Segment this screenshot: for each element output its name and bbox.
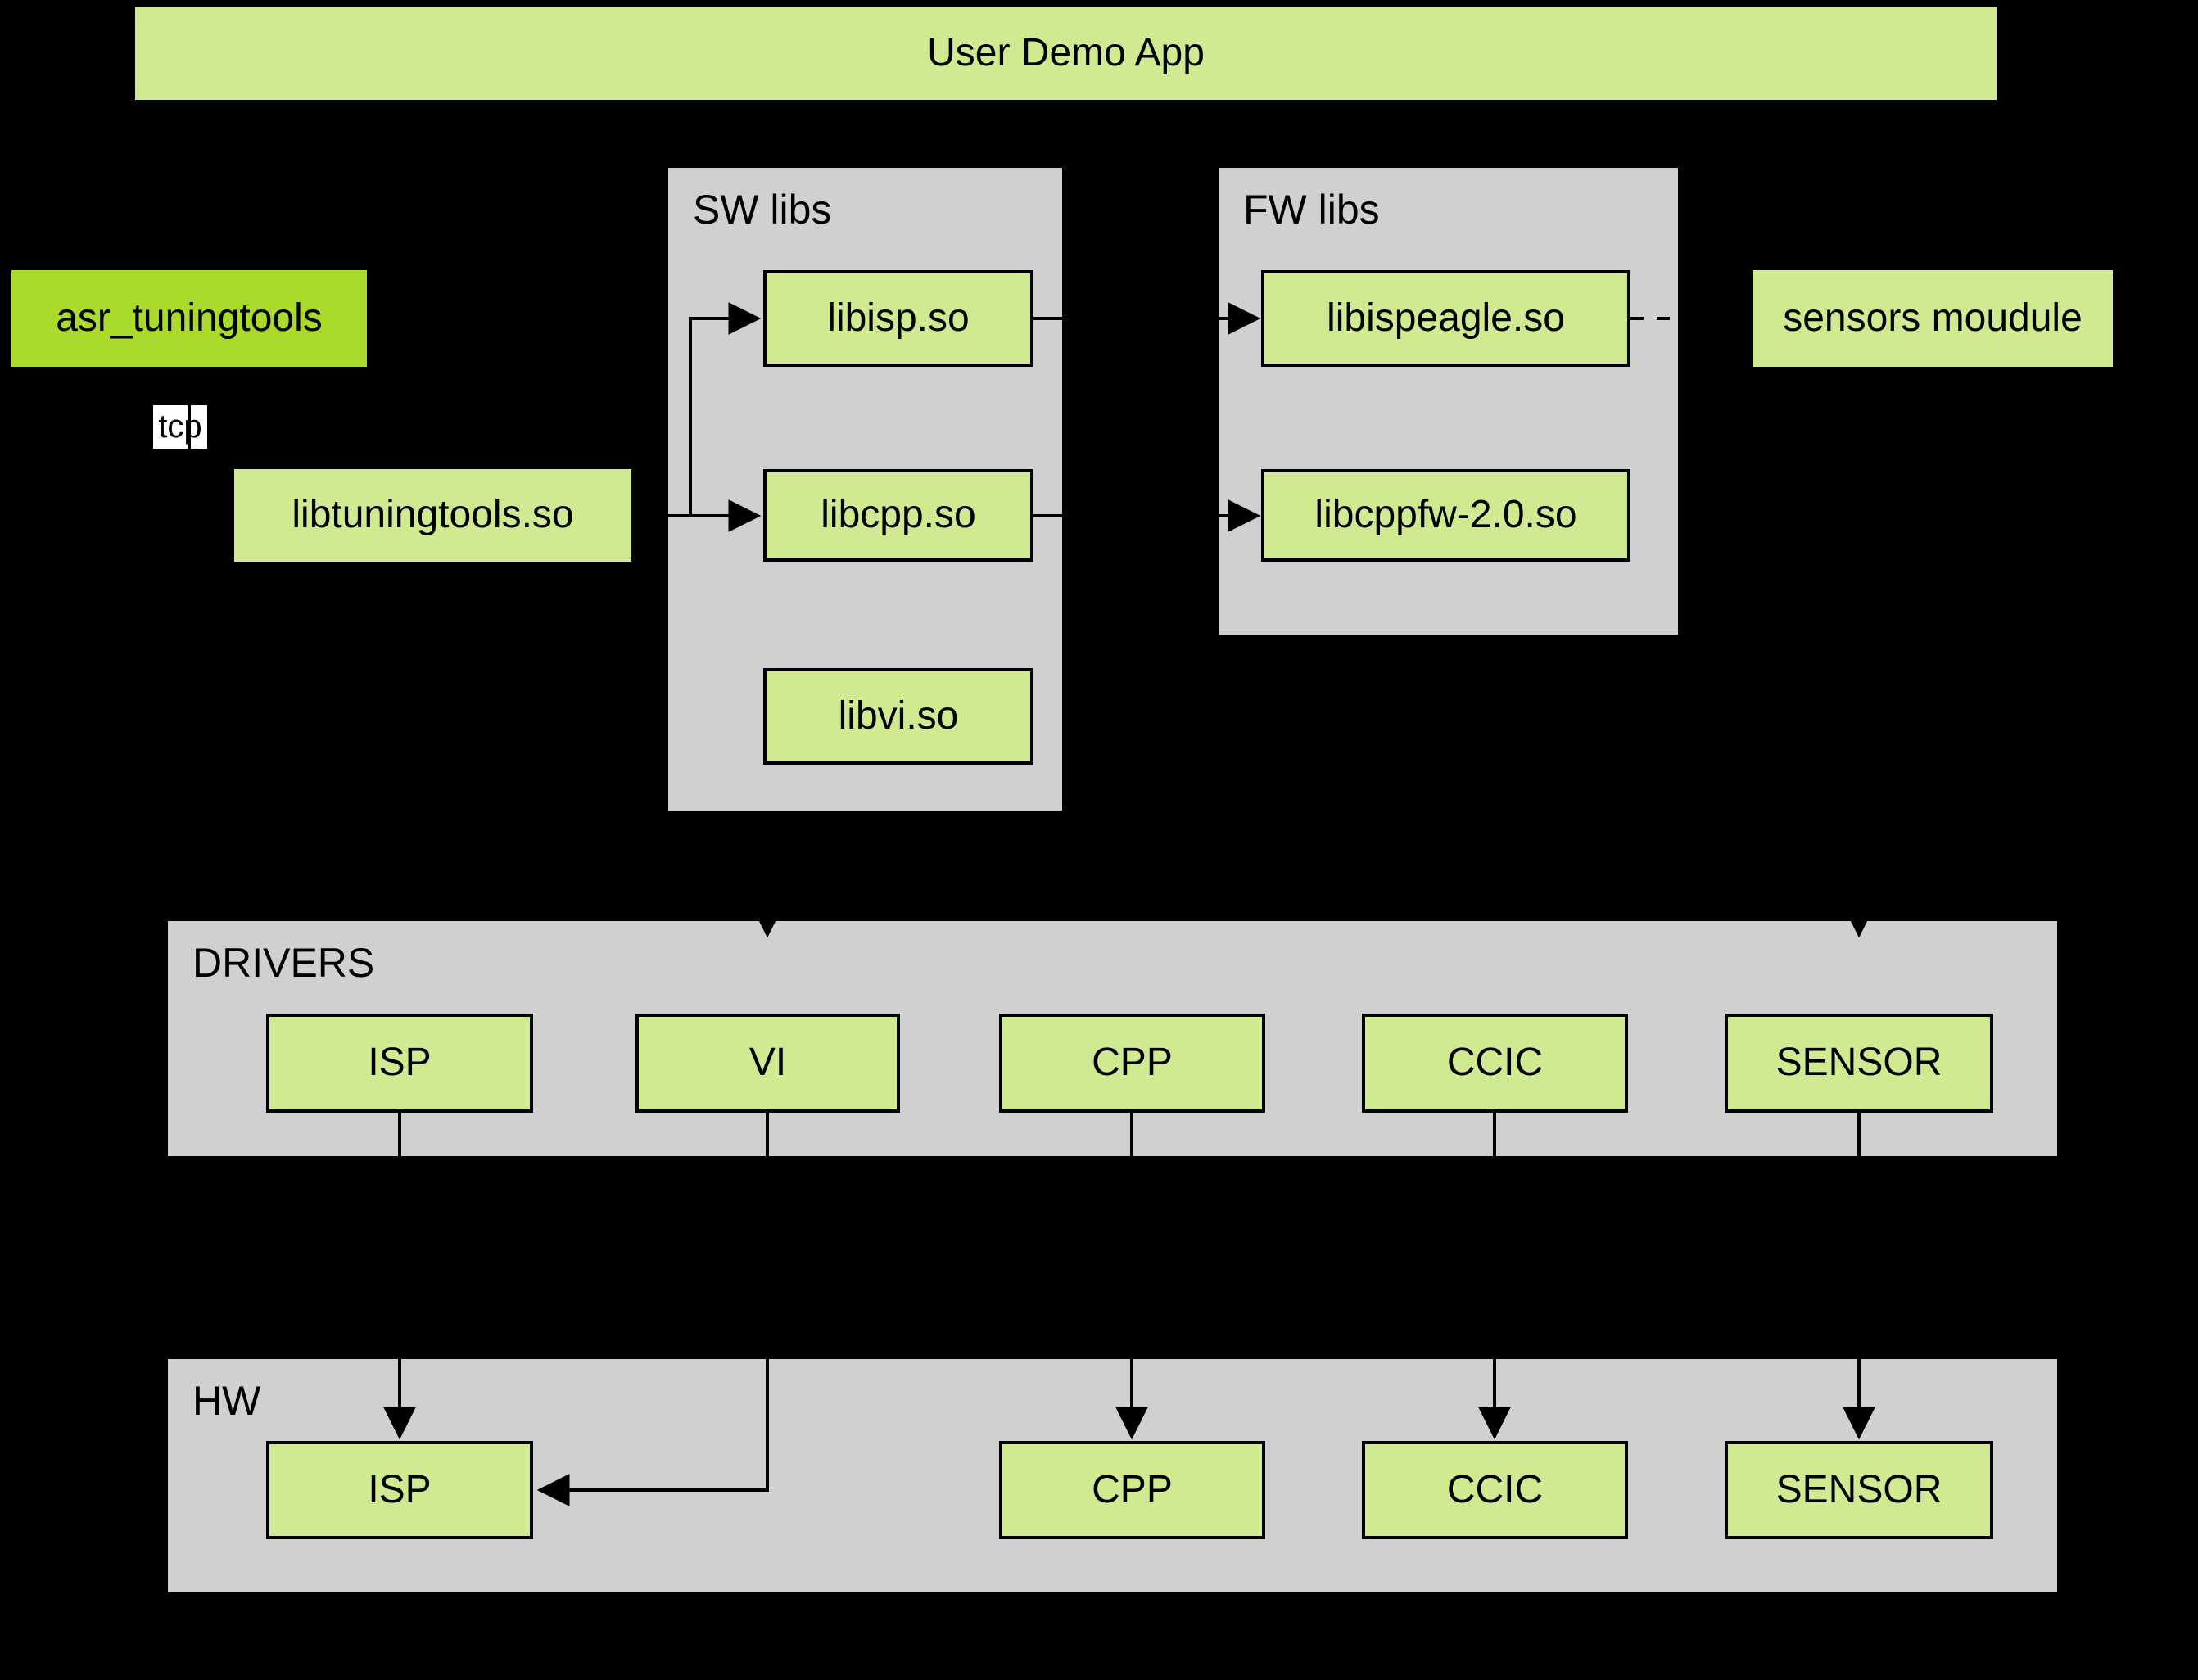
node-libtuningtools: libtuningtools.so bbox=[234, 469, 631, 562]
node-driver-isp-label: ISP bbox=[368, 1041, 432, 1085]
node-hw-ccic: CCIC bbox=[1362, 1441, 1628, 1539]
node-hw-cpp: CPP bbox=[999, 1441, 1265, 1539]
node-driver-sensor: SENSOR bbox=[1725, 1014, 1993, 1113]
edge-label-tcp-text: tcp bbox=[158, 409, 202, 445]
node-driver-cpp-label: CPP bbox=[1092, 1041, 1173, 1085]
node-driver-ccic: CCIC bbox=[1362, 1014, 1628, 1113]
node-driver-vi-label: VI bbox=[748, 1041, 787, 1085]
node-sensors-module: sensors moudule bbox=[1753, 270, 2113, 367]
container-sw-libs-label: SW libs bbox=[693, 187, 832, 233]
node-hw-isp: ISP bbox=[266, 1441, 533, 1539]
node-libtuningtools-label: libtuningtools.so bbox=[292, 493, 574, 537]
node-hw-isp-label: ISP bbox=[368, 1467, 432, 1511]
container-hw-label: HW bbox=[192, 1378, 261, 1424]
node-hw-sensor: SENSOR bbox=[1725, 1441, 1993, 1539]
node-hw-ccic-label: CCIC bbox=[1446, 1467, 1544, 1511]
node-hw-cpp-label: CPP bbox=[1092, 1467, 1173, 1511]
node-asr-tuningtools: asr_tuningtools bbox=[11, 270, 367, 367]
node-driver-isp: ISP bbox=[266, 1014, 533, 1113]
container-fw-libs-label: FW libs bbox=[1243, 187, 1380, 233]
node-user-demo-app-label: User Demo App bbox=[927, 30, 1205, 75]
node-driver-vi: VI bbox=[635, 1014, 900, 1113]
node-libcpp-label: libcpp.so bbox=[821, 493, 976, 537]
node-driver-ccic-label: CCIC bbox=[1446, 1041, 1544, 1085]
node-libvi: libvi.so bbox=[763, 668, 1033, 765]
node-libcppfw-label: libcppfw-2.0.so bbox=[1314, 493, 1577, 537]
node-libcpp: libcpp.so bbox=[763, 469, 1033, 562]
node-driver-cpp: CPP bbox=[999, 1014, 1265, 1113]
node-libispeagle: libispeagle.so bbox=[1261, 270, 1630, 367]
edge-label-tcp: tcp bbox=[153, 405, 207, 449]
node-libisp: libisp.so bbox=[763, 270, 1033, 367]
node-driver-sensor-label: SENSOR bbox=[1775, 1041, 1942, 1085]
node-libisp-label: libisp.so bbox=[827, 296, 970, 340]
node-user-demo-app: User Demo App bbox=[135, 7, 1997, 100]
container-fw-libs: FW libs bbox=[1219, 168, 1678, 635]
container-drivers-label: DRIVERS bbox=[192, 940, 375, 986]
node-hw-sensor-label: SENSOR bbox=[1775, 1467, 1942, 1511]
node-libvi-label: libvi.so bbox=[838, 693, 959, 738]
node-libcppfw: libcppfw-2.0.so bbox=[1261, 469, 1630, 562]
node-sensors-module-label: sensors moudule bbox=[1783, 296, 2083, 340]
node-asr-tuningtools-label: asr_tuningtools bbox=[56, 296, 323, 340]
node-libispeagle-label: libispeagle.so bbox=[1327, 296, 1565, 340]
